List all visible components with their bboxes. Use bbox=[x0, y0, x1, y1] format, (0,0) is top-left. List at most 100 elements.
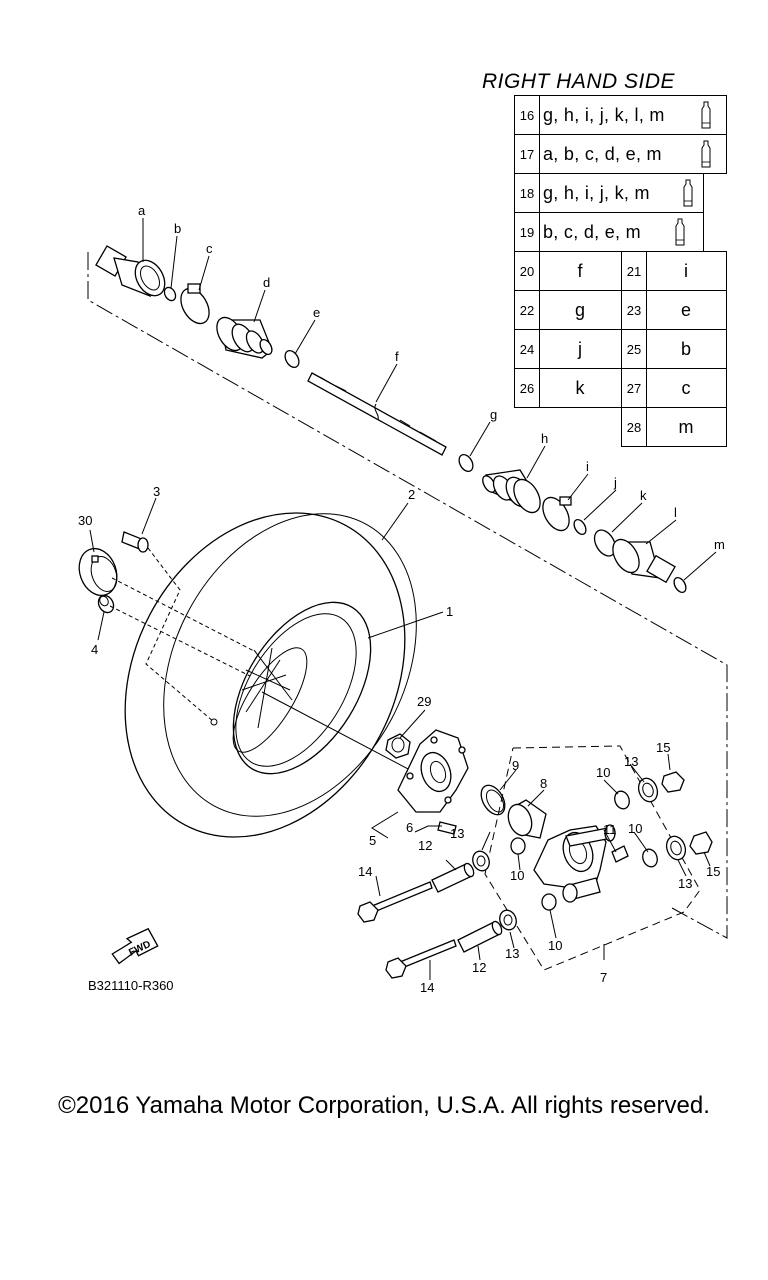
part-ref-letter: m bbox=[678, 416, 694, 437]
part-ref-letter: g bbox=[574, 299, 585, 320]
copyright-notice: ©2016 Yamaha Motor Corporation, U.S.A. A… bbox=[58, 1092, 710, 1119]
part-ref-number: 23 bbox=[622, 291, 647, 329]
boot-band-i bbox=[542, 496, 572, 532]
nut-15-right bbox=[689, 831, 713, 855]
label-29: 29 bbox=[417, 694, 431, 709]
washer-13-upper bbox=[472, 850, 490, 872]
label-13-top: 13 bbox=[624, 754, 638, 769]
washer-13-lower bbox=[499, 909, 517, 931]
letter-i: i bbox=[586, 459, 589, 474]
label-5: 5 bbox=[369, 833, 376, 848]
label-15-right: 15 bbox=[706, 864, 720, 879]
kit-contents: a, b, c, d, e, m bbox=[543, 143, 662, 164]
kit-contents: g, h, i, j, k, l, m bbox=[543, 104, 665, 125]
knuckle-group-boundary bbox=[484, 745, 701, 971]
kit-number: 19 bbox=[515, 213, 540, 251]
label-3: 3 bbox=[153, 484, 160, 499]
label-9: 9 bbox=[512, 758, 519, 773]
nut-29 bbox=[385, 733, 411, 759]
nut-15-top bbox=[661, 771, 685, 793]
boot-band-c bbox=[180, 283, 210, 325]
boot-band-e bbox=[284, 349, 300, 369]
part-ref-letter: e bbox=[680, 299, 691, 320]
label-8: 8 bbox=[540, 776, 547, 791]
wheel-hub-5 bbox=[397, 729, 469, 813]
label-10-right: 10 bbox=[628, 821, 642, 836]
part-ref-number: 25 bbox=[622, 330, 647, 368]
label-11: 11 bbox=[603, 822, 617, 837]
collar-12-lower bbox=[457, 920, 503, 953]
label-6: 6 bbox=[406, 820, 413, 835]
diagram-heading: RIGHT HAND SIDE bbox=[482, 70, 676, 93]
assembly-boundary-line bbox=[87, 252, 728, 939]
bushing-10-left bbox=[510, 837, 526, 855]
letter-k: k bbox=[640, 488, 647, 503]
part-cell-25: 25 b bbox=[621, 329, 727, 369]
cv-joint-outer bbox=[95, 245, 166, 298]
label-14-lower: 14 bbox=[420, 980, 434, 995]
kit-number: 17 bbox=[515, 135, 540, 173]
kit-row-19: 19 b, c, d, e, m bbox=[514, 212, 704, 252]
bearing-8 bbox=[507, 799, 547, 839]
kit-contents: g, h, i, j, k, m bbox=[543, 182, 650, 203]
valve-guide-lines bbox=[109, 547, 257, 726]
circlip-9 bbox=[480, 784, 506, 816]
circlip-m bbox=[673, 576, 687, 594]
tube-icon bbox=[701, 140, 711, 168]
wheel-stud-6 bbox=[437, 821, 457, 835]
part-ref-letter: b bbox=[680, 338, 691, 359]
kit-row-17: 17 a, b, c, d, e, m bbox=[514, 134, 727, 174]
tube-icon bbox=[675, 218, 685, 246]
letter-a: a bbox=[138, 203, 146, 218]
letter-d: d bbox=[263, 275, 270, 290]
part-ref-letter: i bbox=[684, 260, 688, 281]
forward-arrow-icon: FWD bbox=[111, 927, 159, 965]
part-cell-21: 21 i bbox=[621, 251, 727, 291]
oring-k bbox=[593, 529, 617, 557]
valve-cap-4 bbox=[97, 594, 115, 614]
label-10-bottom: 10 bbox=[548, 938, 562, 953]
seal-13-right bbox=[665, 835, 687, 861]
drive-shaft-f bbox=[307, 372, 447, 456]
cv-joint-inner-l bbox=[612, 538, 676, 584]
part-number-labels: 1 2 3 4 5 6 7 8 9 10 10 10 10 11 12 12 1… bbox=[78, 484, 720, 995]
number-leader-lines bbox=[89, 497, 711, 980]
label-15-top: 15 bbox=[656, 740, 670, 755]
diagram-code: B321110-R360 bbox=[88, 978, 174, 993]
label-13-lower: 13 bbox=[505, 946, 519, 961]
label-1: 1 bbox=[446, 604, 453, 619]
label-30: 30 bbox=[78, 513, 92, 528]
bolt-14-lower bbox=[385, 939, 457, 979]
letter-m: m bbox=[714, 537, 725, 552]
boot-band-g bbox=[458, 453, 474, 473]
part-ref-number: 21 bbox=[622, 252, 647, 290]
label-12-upper: 12 bbox=[418, 838, 432, 853]
circlip-j bbox=[573, 518, 587, 536]
label-12-lower: 12 bbox=[472, 960, 486, 975]
label-4: 4 bbox=[91, 642, 98, 657]
kit-contents: b, c, d, e, m bbox=[543, 221, 641, 242]
bushing-10-bottom bbox=[541, 893, 557, 911]
label-7: 7 bbox=[600, 970, 607, 985]
letter-j: j bbox=[613, 475, 617, 490]
label-10-top: 10 bbox=[596, 765, 610, 780]
label-13-upper: 13 bbox=[450, 826, 464, 841]
part-cell-22: 22 g bbox=[514, 290, 622, 330]
seal-13-top bbox=[637, 777, 659, 803]
boot-d bbox=[216, 316, 273, 359]
letter-e: e bbox=[313, 305, 320, 320]
tube-icon bbox=[683, 179, 693, 207]
wheel-cap-30 bbox=[78, 547, 118, 597]
part-ref-number: 22 bbox=[515, 291, 540, 329]
label-10-left: 10 bbox=[510, 868, 524, 883]
kit-number: 18 bbox=[515, 174, 540, 212]
part-ref-number: 27 bbox=[622, 369, 647, 407]
axle-component-letters: a b c d e f g h i j k l m bbox=[138, 203, 725, 552]
label-13-right: 13 bbox=[678, 876, 692, 891]
valve-stem-3 bbox=[121, 531, 149, 553]
circlip-b bbox=[163, 286, 177, 302]
